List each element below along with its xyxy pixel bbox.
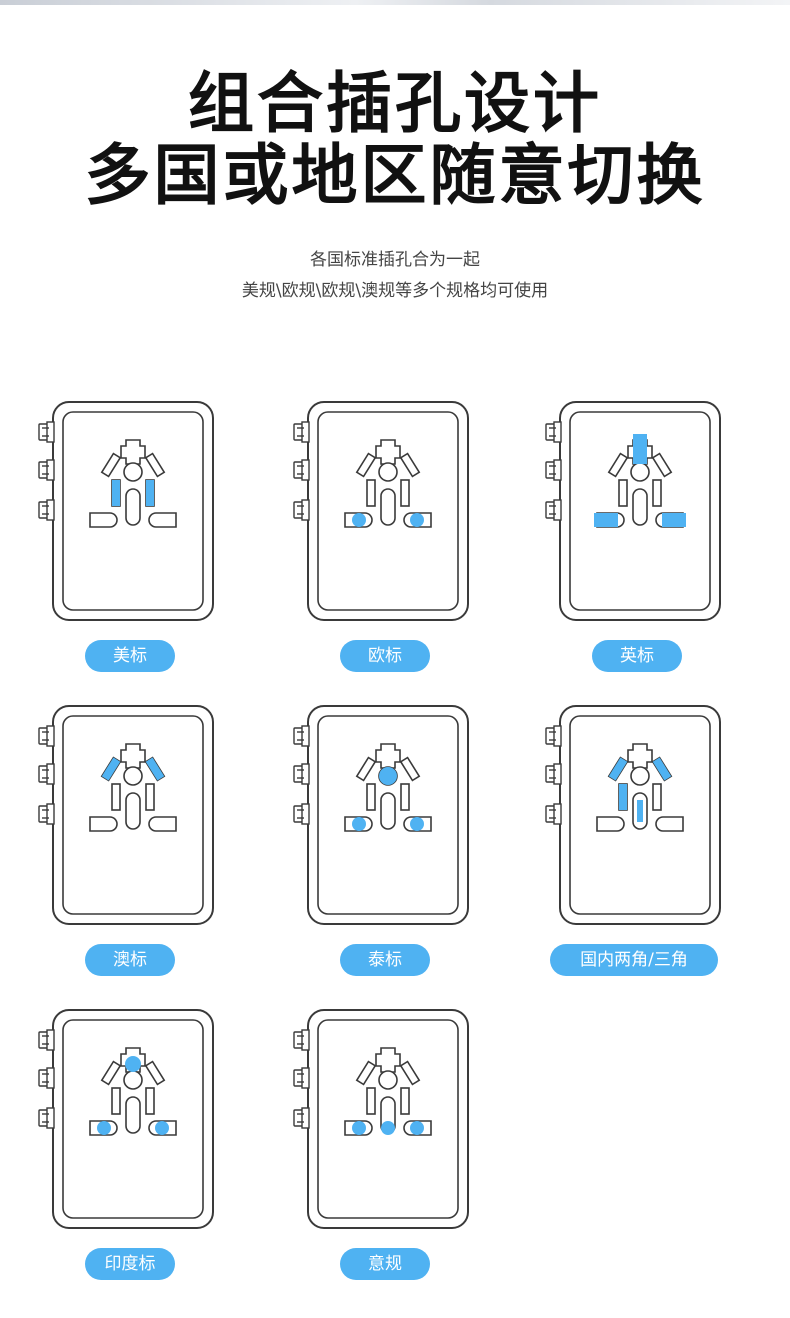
subtitle-line1: 各国标准插孔合为一起 [310, 250, 480, 270]
page-title-line2: 多国或地区随意切换 [84, 137, 706, 214]
socket-diagram-icon [293, 401, 469, 621]
socket-diagram-icon [293, 1009, 469, 1229]
socket-card-th: 泰标 [290, 704, 470, 976]
socket-diagram-icon [545, 401, 721, 621]
socket-label-badge: 英标 [592, 640, 682, 672]
socket-card-in: 印度标 [35, 1008, 215, 1280]
socket-label-badge: 印度标 [85, 1248, 175, 1280]
page-title: 组合插孔设计 [188, 65, 602, 142]
socket-diagram-icon [293, 705, 469, 925]
socket-label-badge: 美标 [85, 640, 175, 672]
socket-label-badge: 国内两角/三角 [550, 944, 718, 976]
socket-card-uk: 英标 [542, 400, 722, 672]
socket-diagram-icon [545, 705, 721, 925]
socket-diagram-icon [38, 401, 214, 621]
socket-card-us: 美标 [35, 400, 215, 672]
socket-label-badge: 意规 [340, 1248, 430, 1280]
socket-label-badge: 澳标 [85, 944, 175, 976]
socket-label-badge: 泰标 [340, 944, 430, 976]
socket-label-badge: 欧标 [340, 640, 430, 672]
socket-diagram-icon [38, 705, 214, 925]
socket-card-it: 意规 [290, 1008, 470, 1280]
top-decor-bar [0, 0, 790, 5]
socket-card-au: 澳标 [35, 704, 215, 976]
socket-diagram-icon [38, 1009, 214, 1229]
socket-card-eu: 欧标 [290, 400, 470, 672]
subtitle-line2: 美规\欧规\欧规\澳规等多个规格均可使用 [241, 281, 549, 301]
socket-card-cn: 国内两角/三角 [542, 704, 722, 976]
